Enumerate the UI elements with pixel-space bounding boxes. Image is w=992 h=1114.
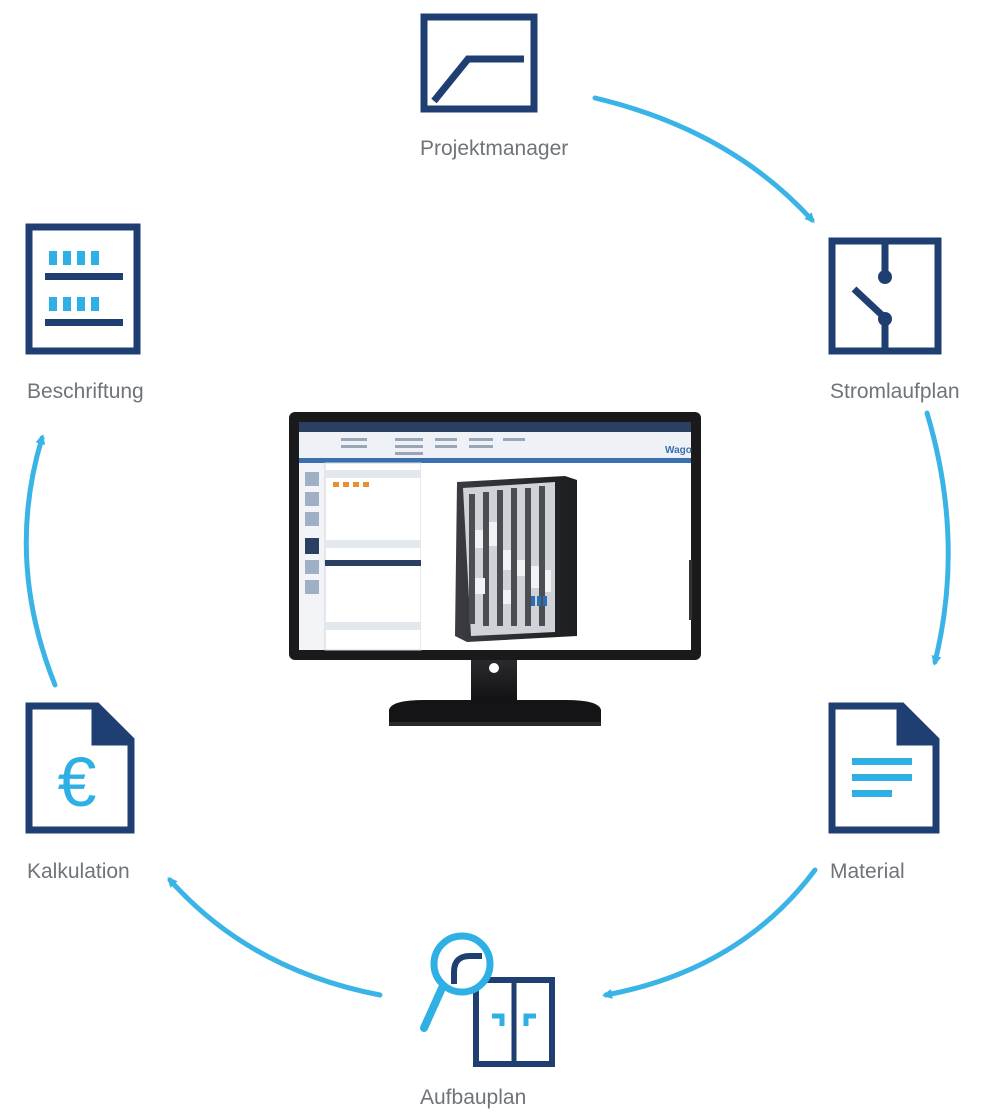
project-manager-icon [420,13,538,113]
euro-document-icon: € [25,702,135,834]
monitor-cabinet-3d-icon: Wago [289,412,701,726]
material-document-icon [828,702,940,834]
label-material: Material [830,860,905,883]
label-projektmanager: Projektmanager [420,137,569,160]
arrow-material-to-aufbau [602,867,818,999]
labeling-sheet-icon [25,223,141,355]
label-beschriftung: Beschriftung [27,380,144,403]
label-stromlaufplan: Stromlaufplan [830,380,960,403]
circuit-switch-icon [828,237,942,355]
arrow-projekt-to-strom [592,95,815,223]
arrow-kalkulation-to-beschriftung [23,434,58,688]
label-aufbauplan: Aufbauplan [420,1086,527,1109]
app-brand: Wago [665,445,692,456]
arrow-strom-to-material [924,410,951,666]
arrow-aufbau-to-kalkulation [167,877,383,998]
cabinet-magnifier-icon [420,932,555,1067]
svg-text:€: € [58,743,97,821]
label-kalkulation: Kalkulation [27,860,130,883]
